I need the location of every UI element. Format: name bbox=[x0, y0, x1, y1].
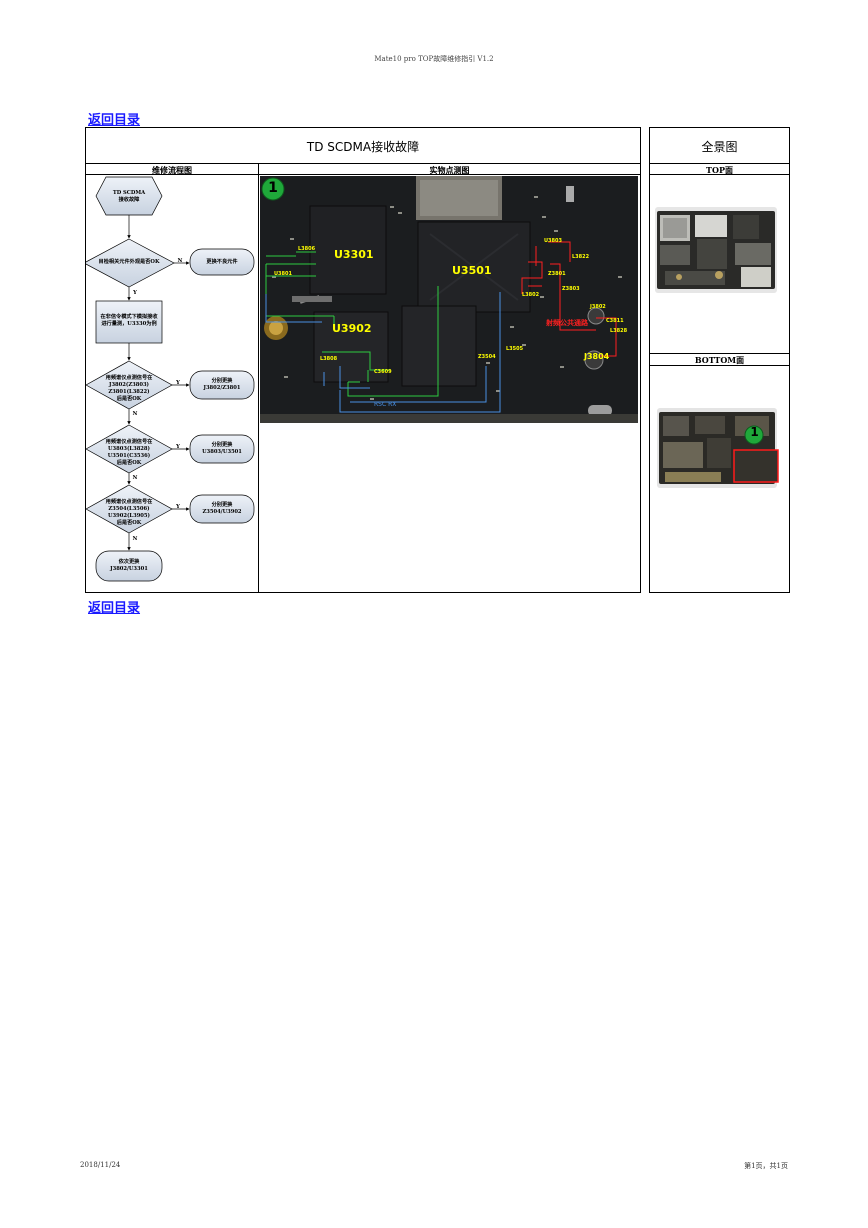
bottom-board-image bbox=[657, 408, 779, 488]
flow-header: 维修流程图 bbox=[152, 165, 192, 175]
chip-label-u3902: U3902 bbox=[332, 322, 372, 335]
divider bbox=[650, 365, 789, 366]
flow-yes-label: Y bbox=[176, 380, 180, 386]
label-c3811: C3811 bbox=[606, 318, 624, 324]
label-j3804: J3804 bbox=[584, 352, 610, 361]
top-header: TOP面 bbox=[706, 165, 733, 175]
label-l3505: L3505 bbox=[506, 346, 524, 352]
label-z3803: Z3803 bbox=[562, 286, 580, 292]
flow-no-label: N bbox=[177, 258, 183, 264]
bottom-header: BOTTOM面 bbox=[694, 355, 745, 365]
flow-step2: 在非信令模式下模拟接收进行量测，U3330为例 bbox=[100, 314, 158, 328]
flow-yes-label: Y bbox=[176, 444, 180, 450]
label-common-path: 射频公共通路 bbox=[546, 319, 588, 327]
photo-header: 实物点测图 bbox=[429, 165, 470, 175]
label-z3801: Z3801 bbox=[548, 271, 566, 277]
back-to-contents-link-bottom[interactable]: 返回目录 bbox=[88, 601, 141, 616]
divider bbox=[650, 163, 789, 164]
flow-no-label: N bbox=[132, 536, 138, 542]
flowchart bbox=[86, 176, 255, 582]
photo-marker-number: 1 bbox=[268, 180, 278, 196]
footer-page: 第1页，共1页 bbox=[744, 1162, 788, 1170]
flow-yes-label: Y bbox=[133, 290, 137, 296]
footer-date: 2018/11/24 bbox=[80, 1161, 121, 1169]
overview-table bbox=[649, 127, 790, 593]
flow-q1: 目检相关元件外观是否OK bbox=[98, 259, 160, 265]
divider bbox=[86, 163, 640, 164]
chip-label-u3301: U3301 bbox=[334, 248, 374, 261]
pcb-photo: 1 U3301 U3501 U3902 L3806 U3801 U3803 L3… bbox=[260, 176, 638, 423]
divider bbox=[650, 174, 789, 175]
main-table bbox=[85, 127, 641, 593]
flow-yes-label: Y bbox=[176, 504, 180, 510]
label-l3802: L3802 bbox=[522, 292, 540, 298]
label-z3504: Z3504 bbox=[478, 354, 496, 360]
flow-a1: 更换不良元件 bbox=[206, 259, 238, 265]
label-l3808: L3808 bbox=[320, 356, 338, 362]
divider bbox=[86, 174, 640, 175]
overview-title: 全景图 bbox=[701, 140, 738, 154]
main-title: TD SCDMA接收故障 bbox=[306, 140, 420, 154]
top-board-image bbox=[655, 207, 777, 293]
flow-no-label: N bbox=[132, 475, 138, 481]
column-divider bbox=[258, 163, 259, 592]
label-l3806: L3806 bbox=[298, 246, 316, 252]
flow-no-label: N bbox=[132, 411, 138, 417]
label-u3801: U3801 bbox=[274, 271, 292, 277]
label-u3803: U3803 bbox=[544, 238, 562, 244]
pcb-traces bbox=[260, 176, 638, 423]
label-l3822: L3822 bbox=[572, 254, 590, 260]
label-bottom-text: RSC RX bbox=[374, 401, 397, 408]
bottom-marker-number: 1 bbox=[750, 425, 759, 439]
page-header: Mate10 pro TOP故障维修指引 V1.2 bbox=[374, 55, 494, 63]
back-to-contents-link[interactable]: 返回目录 bbox=[88, 113, 141, 128]
label-c3609: C3609 bbox=[374, 369, 392, 375]
label-l3828: L3828 bbox=[610, 328, 628, 334]
chip-label-u3501: U3501 bbox=[452, 264, 492, 277]
divider bbox=[650, 353, 789, 354]
label-j3802: J3802 bbox=[590, 304, 606, 310]
